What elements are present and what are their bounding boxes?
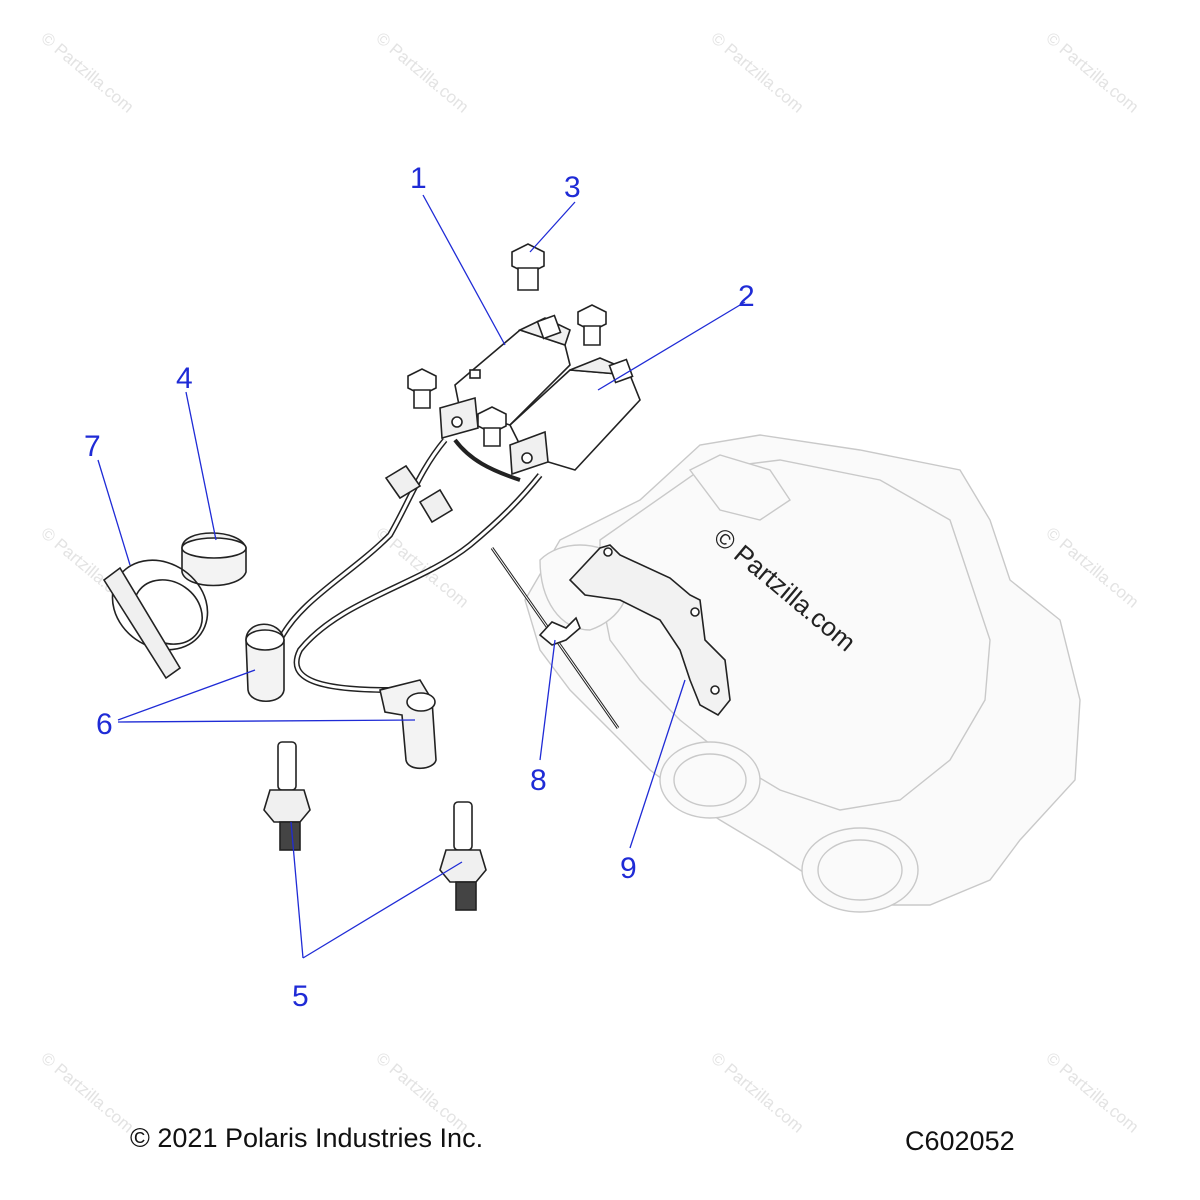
bolt-a bbox=[511, 243, 545, 291]
callouts: 1 2 3 4 5 6 7 8 9 bbox=[84, 162, 755, 1013]
callout-4: 4 bbox=[176, 362, 193, 395]
callout-2: 2 bbox=[738, 280, 755, 313]
watermark-top-left: © Partzilla.com bbox=[37, 29, 137, 117]
watermark-mid-right: © Partzilla.com bbox=[1042, 524, 1142, 612]
callout-1: 1 bbox=[410, 162, 427, 195]
callout-6: 6 bbox=[96, 708, 113, 741]
retaining-clip bbox=[181, 532, 247, 587]
callout-3: 3 bbox=[564, 171, 581, 204]
ignition-bracket bbox=[568, 544, 731, 717]
leader-1 bbox=[422, 194, 506, 346]
spark-plug-caps bbox=[245, 623, 437, 770]
leader-9 bbox=[629, 679, 686, 849]
leader-6b bbox=[117, 719, 416, 723]
callout-9: 9 bbox=[620, 852, 637, 885]
watermark-top-3: © Partzilla.com bbox=[707, 29, 807, 117]
leader-lines bbox=[97, 194, 746, 959]
bolt-d bbox=[477, 406, 507, 447]
watermark-bottom-3: © Partzilla.com bbox=[707, 1049, 807, 1137]
leader-3 bbox=[529, 201, 576, 253]
watermark-top-2: © Partzilla.com bbox=[372, 29, 472, 117]
callout-5: 5 bbox=[292, 980, 309, 1013]
bolt-b bbox=[577, 304, 607, 346]
leader-2 bbox=[597, 301, 746, 391]
bolts bbox=[407, 243, 607, 447]
watermark-bottom-right: © Partzilla.com bbox=[1042, 1049, 1142, 1137]
leader-5b bbox=[302, 861, 463, 959]
spark-plug-cap-left bbox=[245, 623, 285, 703]
leader-4 bbox=[185, 391, 217, 541]
leader-5a bbox=[290, 821, 304, 959]
callout-8: 8 bbox=[530, 764, 547, 797]
spark-plug-left bbox=[263, 741, 311, 851]
bolt-c bbox=[407, 368, 437, 409]
ignition-coil-1 bbox=[439, 314, 571, 440]
leader-6a bbox=[117, 669, 256, 721]
leader-7 bbox=[97, 459, 131, 566]
callout-7: 7 bbox=[84, 430, 101, 463]
watermark-top-right: © Partzilla.com bbox=[1042, 29, 1142, 117]
leader-8 bbox=[539, 639, 556, 761]
engine-housing-ghost bbox=[524, 434, 1081, 913]
wiring-harness bbox=[277, 438, 543, 693]
watermark-bottom-left: © Partzilla.com bbox=[37, 1049, 137, 1137]
cable-tie bbox=[102, 559, 209, 680]
spark-plug-right bbox=[439, 801, 487, 911]
spark-plugs bbox=[263, 741, 487, 911]
ignition-coil-2 bbox=[509, 357, 641, 476]
diagram-code: C602052 bbox=[905, 1126, 1015, 1156]
spark-plug-cap-right bbox=[379, 679, 437, 770]
copyright-text: © 2021 Polaris Industries Inc. bbox=[130, 1123, 483, 1153]
